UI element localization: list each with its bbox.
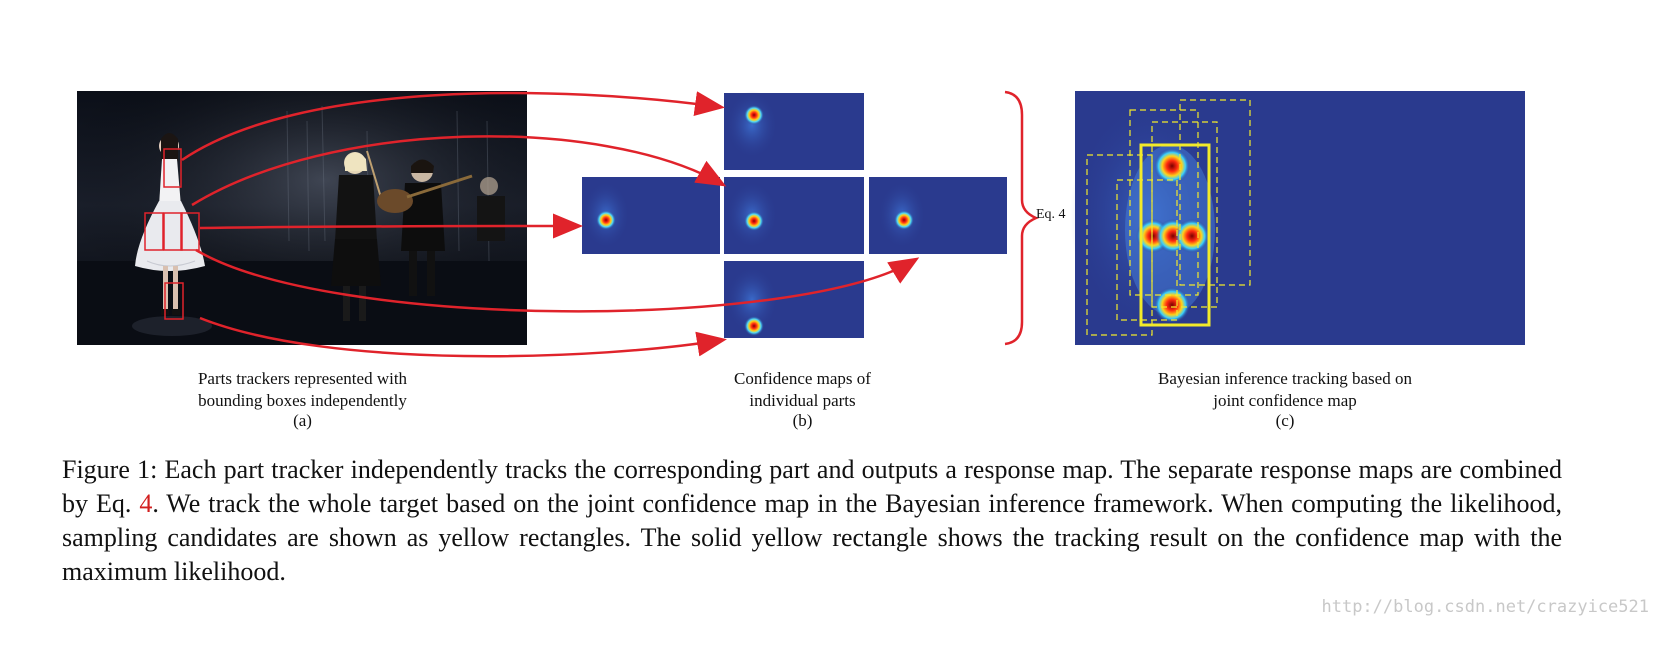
- tracking-result-rectangle: [1139, 143, 1211, 327]
- stage-photo: [77, 91, 527, 345]
- photo-panel-a: [77, 91, 527, 345]
- watermark: http://blog.csdn.net/crazyice521: [1321, 597, 1649, 617]
- map-left: [582, 177, 720, 254]
- caption-b-line2: individual parts: [749, 391, 856, 410]
- part-bounding-boxes: [144, 148, 200, 320]
- caption-c-line2: joint confidence map: [1213, 391, 1357, 410]
- map-center: [724, 177, 864, 254]
- caption-panel-b: Confidence maps of individual parts (b): [680, 368, 925, 430]
- sampling-candidates: [1086, 99, 1251, 336]
- map-right: [869, 177, 1007, 254]
- combine-brace: [1004, 90, 1040, 346]
- figure-caption: Figure 1: Each part tracker independentl…: [62, 453, 1562, 589]
- caption-text-1: Figure 1: Each part tracker independentl…: [62, 455, 1562, 518]
- caption-c-line1: Bayesian inference tracking based on: [1158, 369, 1412, 388]
- label-a: (a): [293, 411, 312, 430]
- caption-a-line2: bounding boxes independently: [198, 391, 407, 410]
- caption-a-line1: Parts trackers represented with: [197, 369, 408, 388]
- map-bottom: [724, 261, 864, 338]
- label-c: (c): [1275, 411, 1295, 430]
- label-b: (b): [792, 411, 813, 430]
- caption-b-line1: Confidence maps of: [734, 369, 871, 388]
- equation-reference-link[interactable]: 4: [139, 489, 153, 518]
- map-top: [724, 91, 864, 170]
- joint-confidence-map-panel-c: [1070, 91, 1525, 345]
- caption-panel-a: Parts trackers represented with bounding…: [150, 368, 455, 430]
- caption-panel-c: Bayesian inference tracking based on joi…: [1110, 368, 1460, 430]
- eq-label: Eq. 4: [1036, 207, 1066, 222]
- caption-text-2: . We track the whole target based on the…: [62, 489, 1563, 586]
